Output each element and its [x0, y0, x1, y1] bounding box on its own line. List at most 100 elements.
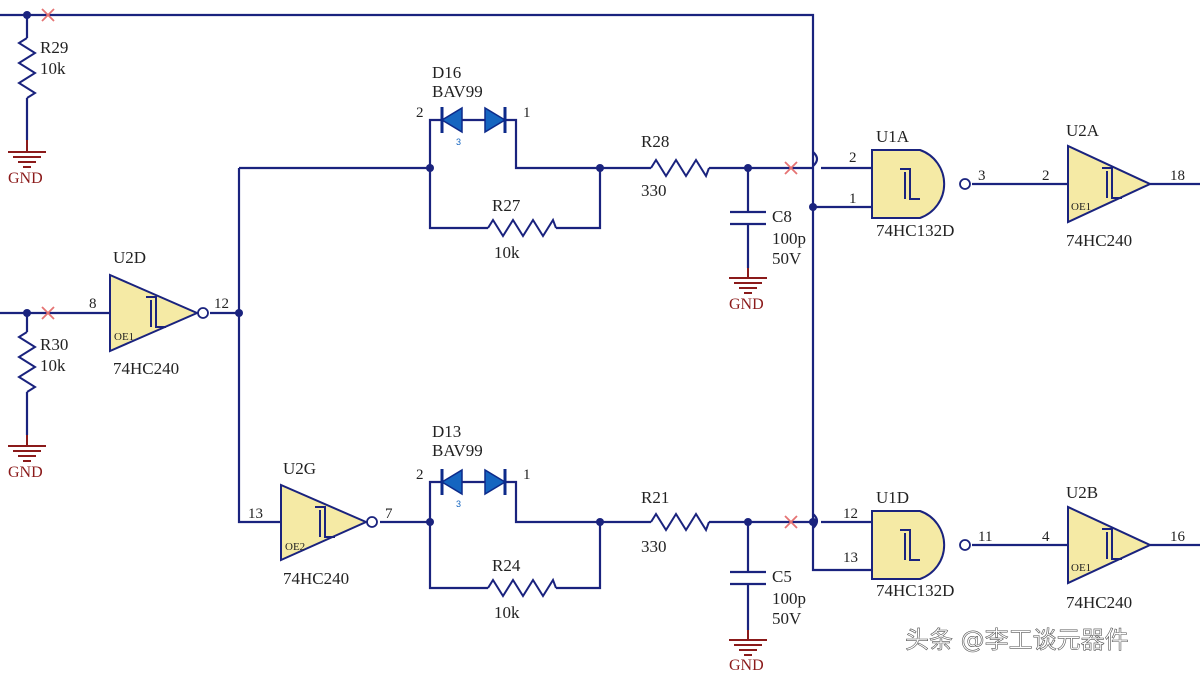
resistor-value: 330	[641, 537, 667, 556]
buffer-oe: OE1	[1071, 201, 1091, 213]
capacitor-value: 100p	[772, 229, 806, 248]
ground-symbol-r30: GND	[8, 435, 46, 481]
resistor-r28[interactable]: R28 330	[641, 132, 710, 200]
resistor-ref: R21	[641, 488, 669, 507]
buffer-pin-out: 12	[214, 296, 229, 312]
resistor-r27[interactable]: R27 10k	[487, 196, 557, 262]
buffer-ref: U2A	[1066, 121, 1100, 140]
junctions	[23, 11, 817, 526]
junction-dot	[596, 518, 604, 526]
ground-label: GND	[8, 464, 43, 481]
junction-dot	[23, 11, 31, 19]
ground-symbol-c8: GND	[729, 268, 767, 313]
junction-dot	[809, 518, 817, 526]
capacitor-ref: C8	[772, 207, 792, 226]
nand-gate-u1a[interactable]: U1A 74HC132D 2 1 3	[849, 127, 986, 240]
junction-dot	[23, 309, 31, 317]
gate-pin-out: 11	[978, 529, 992, 545]
capacitor-voltage: 50V	[772, 609, 802, 628]
ground-label: GND	[729, 296, 764, 313]
gate-pin-in2: 13	[843, 550, 858, 566]
resistor-r30[interactable]: R30 10k	[17, 331, 68, 393]
resistor-value: 10k	[494, 243, 520, 262]
resistor-value: 10k	[40, 59, 66, 78]
capacitor-value: 100p	[772, 589, 806, 608]
gate-part: 74HC132D	[876, 581, 954, 600]
buffer-ref: U2B	[1066, 483, 1098, 502]
capacitor-voltage: 50V	[772, 249, 802, 268]
resistor-value: 10k	[494, 603, 520, 622]
buffer-part: 74HC240	[113, 359, 179, 378]
junction-dot	[426, 518, 434, 526]
buffer-pin-in: 8	[89, 296, 97, 312]
no-connect-x	[784, 515, 798, 529]
nand-gate-u1d[interactable]: U1D 74HC132D 12 13 11	[843, 488, 992, 600]
buffer-u2b[interactable]: OE1 U2B 74HC240 4 16	[1042, 483, 1186, 612]
diode-pin-k: 1	[523, 105, 531, 121]
gate-pin-out: 3	[978, 168, 986, 184]
junction-dot	[744, 164, 752, 172]
buffer-u2g[interactable]: OE2 U2G 74HC240 13 7	[248, 459, 393, 588]
wires	[0, 13, 1200, 630]
resistor-r24[interactable]: R24 10k	[487, 556, 557, 622]
buffer-pin-in: 2	[1042, 168, 1050, 184]
resistor-r29[interactable]: R29 10k	[17, 37, 68, 99]
watermark-text: 头条 @李工谈元器件	[905, 626, 1129, 654]
buffer-oe: OE1	[114, 331, 134, 343]
resistor-ref: R28	[641, 132, 669, 151]
buffer-pin-in: 13	[248, 506, 263, 522]
diode-pin-mid: 3	[456, 137, 461, 147]
no-connect-marks	[41, 8, 798, 529]
capacitor-c5[interactable]: C5 100p 50V	[730, 567, 806, 628]
resistor-ref: R30	[40, 335, 68, 354]
diode-part: BAV99	[432, 82, 483, 101]
buffer-part: 74HC240	[1066, 593, 1132, 612]
diode-ref: D16	[432, 63, 461, 82]
junction-dot	[426, 164, 434, 172]
no-connect-x	[784, 161, 798, 175]
diode-pin-k: 1	[523, 467, 531, 483]
buffer-oe: OE2	[285, 541, 305, 553]
diode-d16[interactable]: 3 D16 BAV99 2 1	[416, 63, 531, 147]
resistor-value: 10k	[40, 356, 66, 375]
diode-pin-a: 2	[416, 105, 424, 121]
ground-label: GND	[729, 657, 764, 674]
buffer-pin-out: 7	[385, 506, 393, 522]
diode-part: BAV99	[432, 441, 483, 460]
buffer-ref: U2G	[283, 459, 316, 478]
buffer-ref: U2D	[113, 248, 146, 267]
gate-pin-in2: 1	[849, 191, 857, 207]
buffer-pin-out: 16	[1170, 529, 1186, 545]
buffer-oe: OE1	[1071, 562, 1091, 574]
gate-pin-in1: 12	[843, 506, 858, 522]
gate-pin-in1: 2	[849, 150, 857, 166]
ground-label: GND	[8, 170, 43, 187]
buffer-u2a[interactable]: OE1 U2A 74HC240 2 18	[1042, 121, 1185, 250]
gate-ref: U1A	[876, 127, 910, 146]
gate-part: 74HC132D	[876, 221, 954, 240]
gate-ref: U1D	[876, 488, 909, 507]
ground-symbol-c5: GND	[729, 630, 767, 674]
junction-dot	[235, 309, 243, 317]
resistor-value: 330	[641, 181, 667, 200]
junction-dot	[596, 164, 604, 172]
junction-dot	[809, 203, 817, 211]
resistor-ref: R27	[492, 196, 521, 215]
diode-d13[interactable]: 3 D13 BAV99 2 1	[416, 422, 531, 509]
buffer-pin-in: 4	[1042, 529, 1050, 545]
no-connect-x	[41, 8, 55, 22]
buffer-u2d[interactable]: OE1 U2D 74HC240 8 12	[89, 248, 229, 378]
resistor-r21[interactable]: R21 330	[641, 488, 710, 556]
ground-symbol-r29: GND	[8, 140, 46, 187]
capacitor-c8[interactable]: C8 100p 50V	[730, 207, 806, 268]
resistor-ref: R29	[40, 38, 68, 57]
buffer-part: 74HC240	[1066, 231, 1132, 250]
no-connect-x	[41, 306, 55, 320]
diode-pin-a: 2	[416, 467, 424, 483]
resistor-ref: R24	[492, 556, 521, 575]
buffer-pin-out: 18	[1170, 168, 1185, 184]
capacitor-ref: C5	[772, 567, 792, 586]
buffer-part: 74HC240	[283, 569, 349, 588]
diode-pin-mid: 3	[456, 499, 461, 509]
